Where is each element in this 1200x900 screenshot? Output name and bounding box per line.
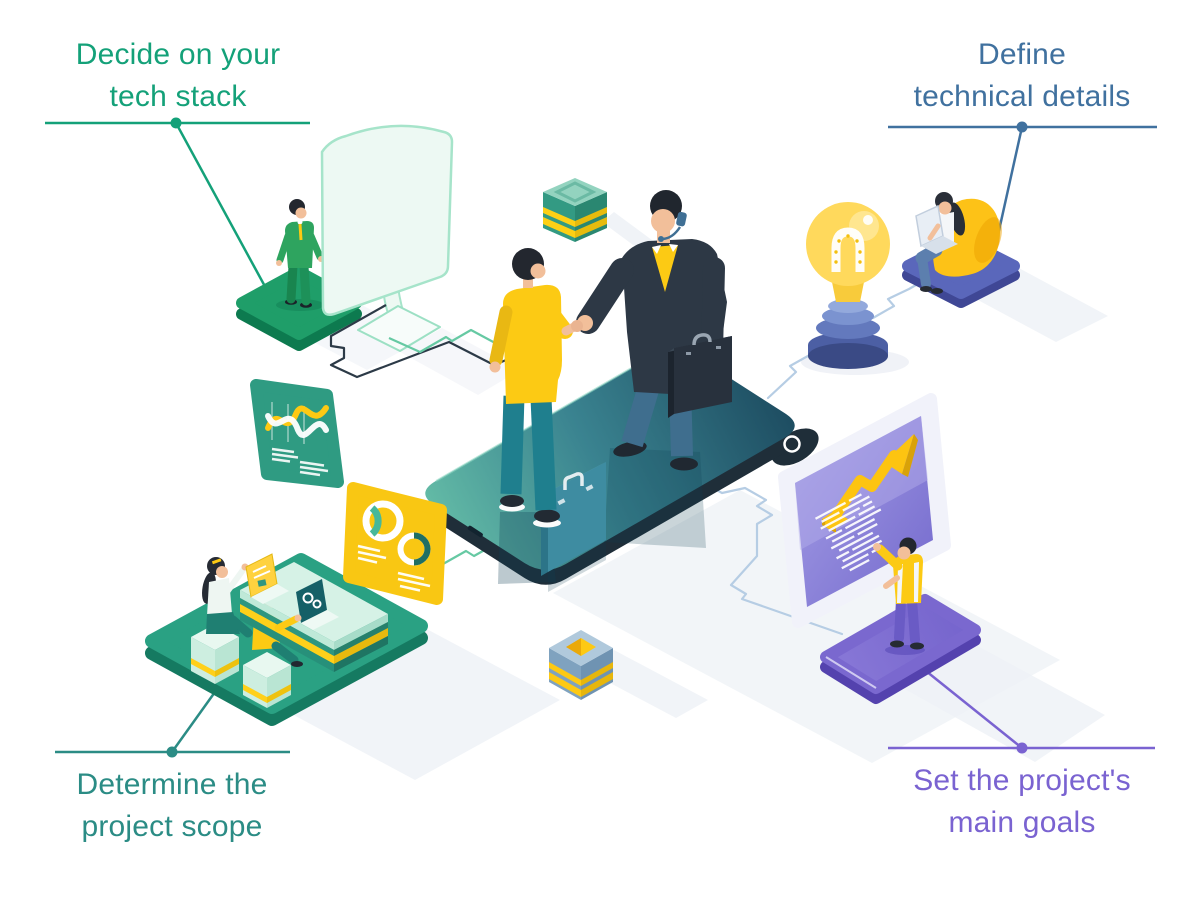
callout-text-line: Decide on your bbox=[75, 38, 281, 71]
server-stack-teal bbox=[543, 178, 660, 256]
callout-lines bbox=[45, 117, 1157, 758]
callout-text-line: project scope bbox=[81, 810, 263, 843]
person-woman-desk bbox=[202, 557, 253, 638]
person-suit bbox=[571, 190, 732, 471]
stool bbox=[243, 652, 291, 708]
person-woman-beanbag bbox=[915, 192, 966, 294]
donut-chart-icon bbox=[362, 500, 431, 566]
wave-chart-icon bbox=[265, 402, 329, 444]
callout-text-line: main goals bbox=[948, 806, 1096, 839]
growth-chart-scene bbox=[778, 393, 981, 704]
floor-shadows bbox=[275, 266, 1108, 780]
lightbulb-icon bbox=[806, 202, 890, 369]
laptop-icon bbox=[915, 204, 958, 254]
circuit-line-dark bbox=[329, 304, 517, 379]
headset-icon bbox=[658, 211, 687, 242]
briefcase-standing-icon bbox=[541, 462, 606, 576]
handshake-phone-scene bbox=[425, 190, 819, 592]
person-green-suit bbox=[276, 199, 324, 308]
tech-stack-scene bbox=[236, 124, 517, 379]
donut-chart-card bbox=[343, 482, 447, 605]
monitor-icon bbox=[320, 124, 454, 352]
callout-text-line: technical details bbox=[913, 80, 1131, 113]
callout-technical-details: Define technical details bbox=[872, 34, 1172, 118]
callout-line-tech-stack bbox=[45, 117, 310, 293]
person-man-goals bbox=[873, 537, 925, 655]
callout-text-line: Determine the bbox=[76, 768, 268, 801]
team-workspace-scene bbox=[145, 553, 428, 726]
laptop-icon bbox=[245, 553, 289, 604]
callout-line-main-goals bbox=[888, 662, 1155, 754]
server-stack-blue bbox=[549, 630, 613, 700]
wave-chart-card bbox=[250, 379, 344, 488]
developer-beanbag-scene bbox=[902, 192, 1020, 308]
callout-text-line: Define bbox=[978, 38, 1066, 71]
laptop-icon bbox=[296, 579, 339, 630]
briefcase-icon bbox=[668, 333, 732, 418]
handshake-icon bbox=[571, 258, 634, 334]
callout-text-line: tech stack bbox=[109, 80, 247, 113]
callout-text-line: Set the project's bbox=[913, 764, 1131, 797]
callout-tech-stack: Decide on your tech stack bbox=[28, 34, 328, 118]
code-text-lines bbox=[814, 493, 883, 572]
idea-lightbulb bbox=[806, 202, 890, 369]
callout-project-scope: Determine the project scope bbox=[22, 764, 322, 848]
callout-main-goals: Set the project's main goals bbox=[872, 760, 1172, 844]
